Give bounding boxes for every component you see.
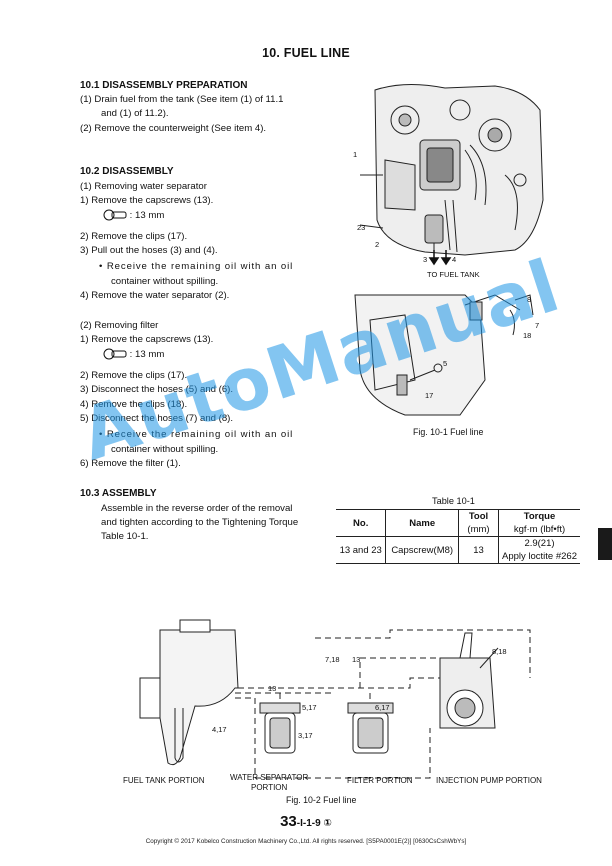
page-number-suffix: -I-1-9 ① — [296, 818, 332, 829]
callout-1: 1 — [353, 150, 357, 159]
copyright-footer: Copyright © 2017 Kobelco Construction Ma… — [145, 838, 467, 845]
callout-7: 7 — [535, 321, 539, 330]
step-filter-heading: (2) Removing filter — [80, 320, 159, 331]
page-number-main: 33 — [280, 813, 297, 830]
th-torque: Torque — [498, 509, 580, 523]
callout-8: 8 — [527, 295, 531, 304]
callout-5-17: 5,17 — [302, 703, 317, 712]
section-edge-tab — [598, 528, 612, 560]
label-filter-portion: FILTER PORTION — [347, 776, 413, 785]
prep-step-1: (1) Drain fuel from the tank (See item (… — [80, 94, 284, 105]
fuel-line-illustration: 1 23 2 3 4 TO FUEL TANK 8 7 18 17 5 — [353, 83, 544, 416]
th-no: No. — [336, 509, 386, 537]
callout-4-17: 4,17 — [212, 725, 227, 734]
page-number: 33-I-1-9 ① — [0, 813, 612, 830]
fig1-caption: Fig. 10-1 Fuel line — [413, 427, 484, 437]
step-b1: 1) Remove the capscrews (13). — [80, 334, 214, 345]
wrench-size-b-text: : 13 mm — [129, 349, 165, 360]
callout-3: 3 — [423, 255, 427, 264]
label-water-separator-portion: WATER SEPARATOR — [230, 773, 309, 782]
prep-step-2: (2) Remove the counterweight (See item 4… — [80, 123, 267, 134]
section-title-assembly: 10.3 ASSEMBLY — [80, 488, 157, 499]
label-injection-pump-portion: INJECTION PUMP PORTION — [436, 776, 542, 785]
callout-2: 2 — [375, 240, 379, 249]
table-caption: Table 10-1 — [432, 496, 475, 506]
callout-13-separator: 13 — [268, 684, 276, 693]
td-no: 13 and 23 — [336, 536, 386, 564]
step-a2: 2) Remove the clips (17). — [80, 231, 188, 242]
page-title: 10. FUEL LINE — [262, 46, 350, 60]
wrench-icon — [103, 348, 127, 360]
callout-17: 17 — [425, 391, 433, 400]
callout-13-filter: 13 — [352, 655, 360, 664]
wrench-size-a: : 13 mm — [103, 209, 164, 222]
callout-6-17: 6,17 — [375, 703, 390, 712]
wrench-size-a-text: : 13 mm — [129, 210, 165, 221]
label-water-separator-portion-2: PORTION — [251, 783, 288, 792]
th-tool: Tool — [458, 509, 499, 523]
step-a4: 4) Remove the water separator (2). — [80, 290, 230, 301]
callout-18: 18 — [523, 331, 531, 340]
step-a3-note: • Receive the remaining oil with an oil — [99, 261, 294, 272]
td-torque-note: Apply loctite #262 — [498, 550, 580, 564]
step-water-separator-heading: (1) Removing water separator — [80, 181, 207, 192]
callout-5: 5 — [443, 359, 447, 368]
wrench-icon — [103, 209, 127, 221]
label-fuel-tank-portion: FUEL TANK PORTION — [123, 776, 205, 785]
assembly-line-2: and tighten according to the Tightening … — [101, 517, 299, 528]
td-torque: 2.9(21) — [498, 536, 580, 550]
prep-step-1-cont: and (1) of 11.2). — [101, 108, 169, 119]
wrench-size-b: : 13 mm — [103, 348, 164, 361]
td-tool: 13 — [458, 536, 499, 564]
step-a3: 3) Pull out the hoses (3) and (4). — [80, 245, 218, 256]
callout-23: 23 — [357, 223, 365, 232]
callout-8-18: 8,18 — [492, 647, 507, 656]
to-fuel-tank-label: TO FUEL TANK — [427, 270, 480, 279]
assembly-line-1: Assemble in the reverse order of the rem… — [101, 503, 293, 514]
step-a3-note-cont: container without spilling. — [111, 276, 219, 287]
section-title-disassembly: 10.2 DISASSEMBLY — [80, 166, 174, 177]
td-name: Capscrew(M8) — [385, 536, 459, 564]
fuel-line-schematic: 7,18 13 8,18 13 5,17 6,17 4,17 3,17 — [139, 619, 531, 779]
step-b5-note-cont: container without spilling. — [111, 444, 219, 455]
step-b6: 6) Remove the filter (1). — [80, 458, 181, 469]
callout-7-18: 7,18 — [325, 655, 340, 664]
step-b2: 2) Remove the clips (17). — [80, 370, 188, 381]
th-name: Name — [385, 509, 459, 537]
step-b4: 4) Remove the clips (18). — [80, 399, 188, 410]
assembly-line-3: Table 10-1. — [101, 531, 149, 542]
torque-table: No. Name Tool Torque (mm) kgf·m (lbf•ft)… — [336, 509, 580, 564]
callout-4: 4 — [452, 255, 456, 264]
step-b5: 5) Disconnect the hoses (7) and (8). — [80, 413, 234, 424]
step-a1: 1) Remove the capscrews (13). — [80, 195, 214, 206]
th-torque-unit: kgf·m (lbf•ft) — [498, 523, 580, 537]
step-b5-note: • Receive the remaining oil with an oil — [99, 429, 294, 440]
section-title-preparation: 10.1 DISASSEMBLY PREPARATION — [80, 80, 248, 91]
th-tool-unit: (mm) — [458, 523, 499, 537]
callout-3-17: 3,17 — [298, 731, 313, 740]
step-b3: 3) Disconnect the hoses (5) and (6). — [80, 384, 234, 395]
fig2-caption: Fig. 10-2 Fuel line — [286, 795, 357, 805]
